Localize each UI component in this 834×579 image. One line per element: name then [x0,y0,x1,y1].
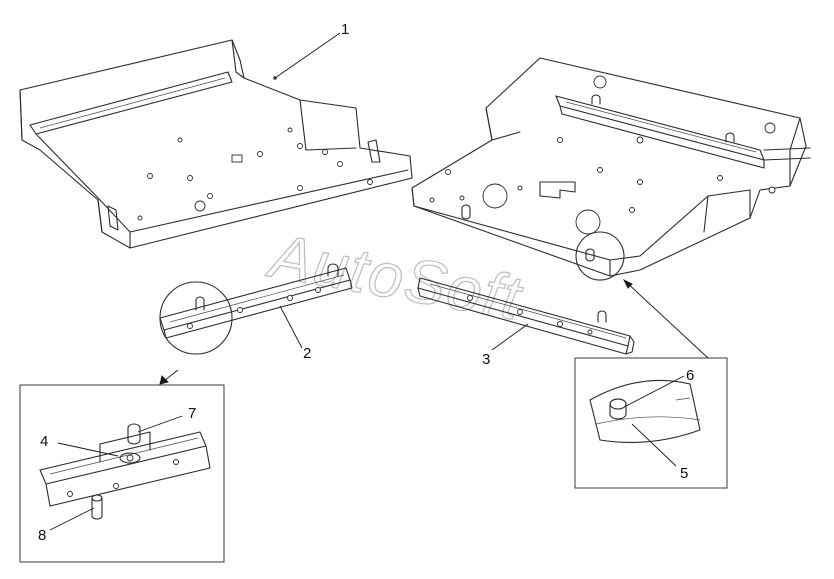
callout-6: 6 [686,367,694,384]
leader-lines [49,32,709,531]
bolt-7 [127,423,141,445]
callout-5: 5 [680,465,688,482]
right-tray-assembly [411,57,811,281]
nut-4 [119,452,141,464]
square-hole [231,154,243,163]
plate-cutout [539,181,576,199]
callout-3: 3 [482,351,490,368]
left-rail-part-2 [159,263,353,355]
callout-labels: 1 2 3 4 5 6 7 8 [38,21,694,544]
callout-7: 7 [188,405,196,422]
detail-frame-a [19,384,225,563]
detail-box-b [574,357,728,489]
left-tray-assembly [19,39,413,249]
right-rail-part-3 [417,277,635,355]
pin-8 [91,497,103,520]
callout-4: 4 [40,433,48,450]
watermark-text: AutoSoft [262,221,529,334]
detail-box-a [19,384,225,563]
detail-circle-b [575,231,625,281]
detail-circle-a [159,281,233,355]
callout-2: 2 [303,345,311,362]
callout-1: 1 [341,21,349,38]
detail-frame-b [574,357,728,489]
callout-8: 8 [38,527,46,544]
